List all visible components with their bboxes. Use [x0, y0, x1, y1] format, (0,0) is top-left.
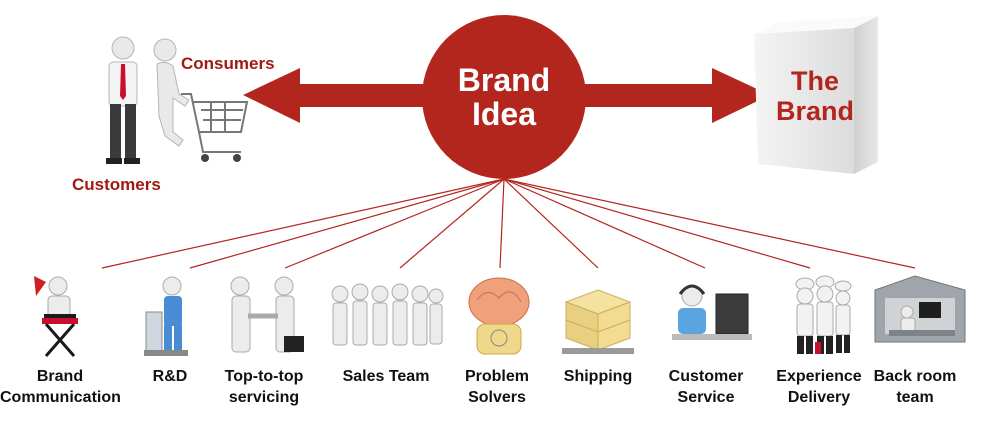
dept-top-to-top-servicing: Top-to-top servicing — [204, 272, 324, 422]
dept-label-line1: Top-to-top — [224, 368, 304, 385]
dept-label-line2: Communication — [0, 389, 121, 406]
connector-line — [499, 178, 505, 269]
dept-label-line2: Service — [677, 389, 735, 406]
dept-label-line2: servicing — [228, 389, 300, 406]
dept-label-line2: team — [896, 389, 934, 406]
boxes-icon — [562, 289, 634, 354]
the-brand-line2: Brand — [775, 96, 854, 126]
hub-line1: Brand — [457, 62, 551, 98]
connector-line — [101, 178, 505, 269]
dept-back-room-team: Back room team — [855, 272, 975, 422]
dept-label-line1: Experience — [776, 368, 862, 385]
dept-problem-solvers: Problem Solvers — [437, 272, 557, 422]
team-icon — [331, 283, 444, 346]
dept-shipping: Shipping — [538, 272, 658, 422]
office-cubicle-icon — [874, 275, 966, 343]
dept-label-line1: Problem — [464, 368, 529, 385]
dept-brand-communication: Brand Communication — [0, 272, 121, 422]
headset-icon — [672, 284, 752, 340]
dept-label-line1: Back room — [873, 368, 957, 385]
dept-label-line1: Sales Team — [342, 368, 430, 385]
connector-line — [399, 178, 505, 269]
connector-line — [189, 178, 505, 269]
handshake-icon — [230, 276, 304, 353]
connector-line — [503, 178, 599, 269]
director-chair-icon — [34, 276, 78, 357]
the-brand-label: The Brand — [760, 66, 870, 126]
dept-sales-team: Sales Team — [326, 272, 446, 422]
dept-customer-service: Customer Service — [646, 272, 766, 422]
brand-idea-hub: Brand Idea — [422, 15, 586, 179]
connector-line — [503, 178, 811, 269]
dept-rnd: R&D — [110, 272, 230, 422]
consumers-label: Consumers — [181, 54, 275, 73]
dept-label-line1: R&D — [152, 368, 188, 385]
microscope-icon — [144, 276, 188, 356]
brand-box-icon — [754, 16, 878, 174]
hub-line2: Idea — [471, 96, 537, 132]
dept-label-line1: Customer — [668, 368, 744, 385]
brain-icon — [468, 277, 530, 355]
dept-label-line1: Shipping — [563, 368, 633, 385]
dept-experience-delivery: Experience Delivery — [759, 272, 879, 422]
consumers-customers-icon — [106, 36, 249, 164]
chefs-icon — [795, 275, 852, 354]
dept-label-line1: Brand — [36, 368, 84, 385]
dept-label-line2: Solvers — [468, 389, 526, 406]
connector-line — [284, 178, 505, 269]
the-brand-line1: The — [790, 66, 839, 96]
connector-line — [503, 178, 706, 269]
connector-line — [503, 178, 916, 269]
dept-label-line2: Delivery — [787, 389, 851, 406]
customers-label: Customers — [72, 175, 161, 194]
